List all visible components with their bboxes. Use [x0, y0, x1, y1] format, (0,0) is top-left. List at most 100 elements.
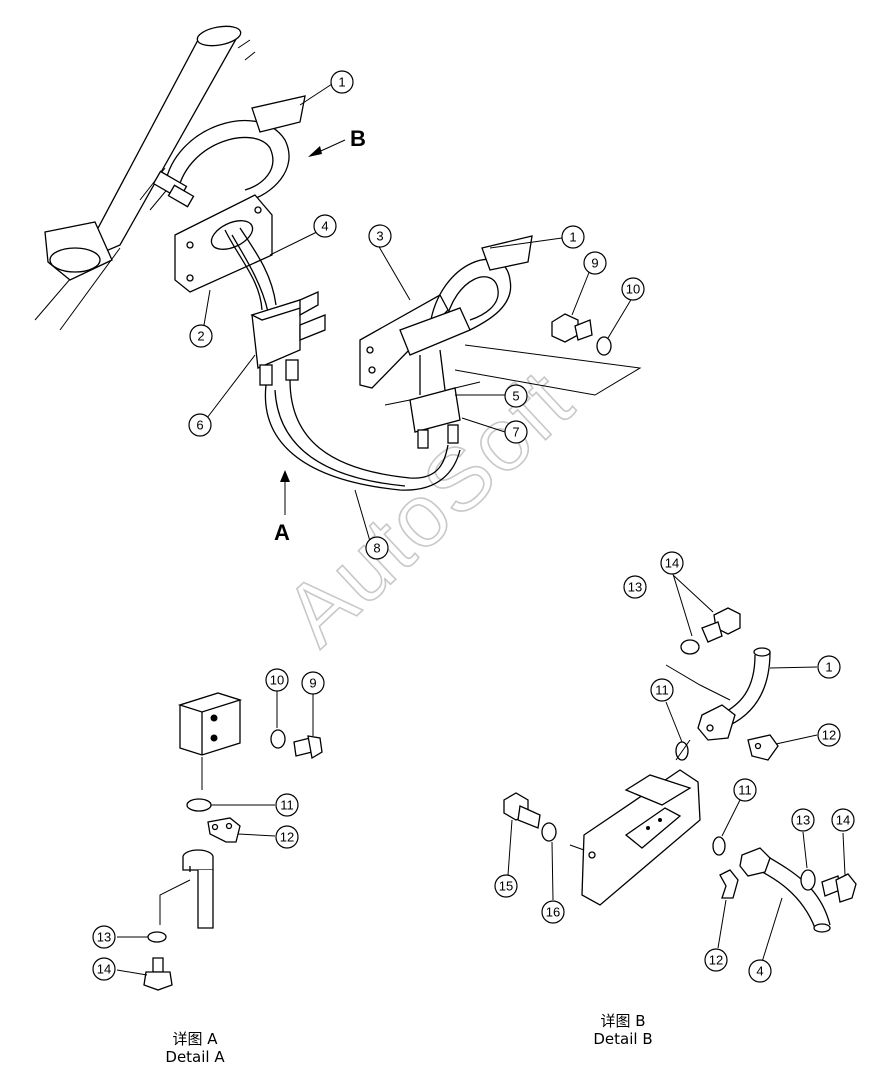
hose-loop-right: [399, 235, 533, 356]
svg-text:13: 13: [628, 580, 642, 595]
detail-b-bolt-left: [503, 792, 541, 829]
detail-b-hose-lower: [739, 847, 831, 933]
callout-b-15: 15: [494, 874, 518, 898]
detail-b-plate: [581, 769, 701, 906]
svg-text:11: 11: [738, 783, 752, 798]
detail-b: 14 13 1 11 12 11 13 14 15 16 12 4: [494, 551, 857, 983]
callout-b-13a: 13: [623, 575, 647, 599]
svg-text:7: 7: [512, 425, 519, 440]
detail-a-clamp: [207, 817, 241, 843]
callout-b-14a: 14: [660, 551, 684, 575]
detail-a-oring: [186, 798, 212, 812]
callout-main-2: 2: [189, 324, 213, 348]
detail-b-clamp-top: [747, 734, 779, 761]
bracket-plate: [174, 194, 273, 293]
callout-b-16: 16: [541, 900, 565, 924]
detail-b-title-cn: 详图 B: [600, 1012, 646, 1030]
svg-text:14: 14: [665, 556, 679, 571]
callout-a-13: 13: [92, 925, 116, 949]
svg-text:9: 9: [591, 256, 598, 271]
callout-b-14b: 14: [831, 808, 855, 832]
callout-main-1b: 1: [561, 225, 585, 249]
callout-main-8: 8: [365, 536, 389, 560]
svg-text:2: 2: [197, 329, 204, 344]
svg-text:4: 4: [756, 964, 763, 979]
detail-a-bolt: [143, 957, 173, 991]
callout-b-11b: 11: [733, 778, 757, 802]
detail-b-washer-right: [800, 869, 816, 891]
detail-a-block: [177, 692, 243, 756]
callout-main-1: 1: [330, 70, 354, 94]
valve-block: [250, 290, 326, 386]
callout-main-7: 7: [504, 420, 528, 444]
marker-a: A: [274, 520, 290, 545]
callout-main-5: 5: [504, 384, 528, 408]
detail-a-stud: [182, 849, 214, 929]
svg-text:11: 11: [655, 683, 669, 698]
svg-text:15: 15: [499, 879, 513, 894]
detail-b-bolt-right: [821, 873, 857, 903]
detail-a-caption: 详图 A Detail A: [130, 1030, 260, 1066]
washer-main: [596, 336, 612, 356]
callout-a-14: 14: [92, 957, 116, 981]
svg-text:12: 12: [822, 728, 836, 743]
svg-text:8: 8: [373, 541, 380, 556]
callout-main-9: 9: [583, 251, 607, 275]
view-arrow-a: A: [274, 470, 290, 545]
svg-text:14: 14: [836, 813, 850, 828]
callout-b-1: 1: [817, 655, 841, 679]
callout-main-6: 6: [188, 413, 212, 437]
detail-b-washer-top: [680, 639, 700, 655]
svg-text:1: 1: [569, 230, 576, 245]
detail-b-hose-fitting: [697, 647, 771, 741]
detail-b-oring-right: [712, 836, 726, 856]
svg-text:1: 1: [825, 660, 832, 675]
callouts-main: 1 2 3 4 1 9 10 6 5 7 8: [188, 70, 645, 560]
main-assembly: B A 1 2 3 4 1 9 10 6 5 7 8: [34, 25, 645, 560]
bolt-main: [551, 313, 593, 343]
svg-text:12: 12: [280, 830, 294, 845]
svg-text:5: 5: [512, 389, 519, 404]
callouts-detail-b: 14 13 1 11 12 11 13 14 15 16 12 4: [494, 551, 855, 983]
detail-a: 10 9 11 12 13 14: [92, 668, 325, 991]
callout-b-12a: 12: [817, 723, 841, 747]
callout-a-10: 10: [265, 668, 289, 692]
lower-fitting: [384, 381, 481, 449]
callout-b-11a: 11: [650, 678, 674, 702]
callout-b-4: 4: [748, 959, 772, 983]
callout-main-3: 3: [368, 224, 392, 248]
svg-text:1: 1: [338, 75, 345, 90]
detail-a-title-en: Detail A: [165, 1048, 225, 1066]
detail-a-title-cn: 详图 A: [172, 1030, 218, 1048]
svg-text:16: 16: [546, 905, 560, 920]
svg-text:10: 10: [270, 673, 284, 688]
detail-b-caption: 详图 B Detail B: [558, 1012, 688, 1048]
callout-a-11: 11: [275, 793, 299, 817]
callout-b-13b: 13: [791, 808, 815, 832]
svg-text:9: 9: [309, 676, 316, 691]
detail-a-washer: [147, 931, 167, 943]
svg-text:10: 10: [626, 282, 640, 297]
callout-main-4: 4: [313, 214, 337, 238]
svg-text:14: 14: [97, 962, 111, 977]
marker-b: B: [350, 126, 366, 151]
svg-text:13: 13: [796, 813, 810, 828]
view-arrow-b: B: [308, 126, 366, 157]
callout-a-9: 9: [301, 671, 325, 695]
detail-b-clamp-bottom: [719, 869, 739, 899]
detail-a-washer-top: [270, 729, 286, 749]
svg-text:6: 6: [196, 418, 203, 433]
svg-text:3: 3: [376, 229, 383, 244]
callouts-detail-a: 10 9 11 12 13 14: [92, 668, 325, 981]
boom-cylinder: [34, 25, 256, 331]
callout-a-12: 12: [275, 825, 299, 849]
svg-text:13: 13: [97, 930, 111, 945]
detail-b-washer-left: [541, 822, 557, 842]
callout-b-12b: 12: [704, 948, 728, 972]
hose-loop-upper: [152, 95, 306, 208]
svg-text:11: 11: [280, 798, 294, 813]
detail-b-bolt-top: [701, 607, 741, 643]
svg-text:4: 4: [321, 219, 328, 234]
callout-main-10: 10: [621, 277, 645, 301]
